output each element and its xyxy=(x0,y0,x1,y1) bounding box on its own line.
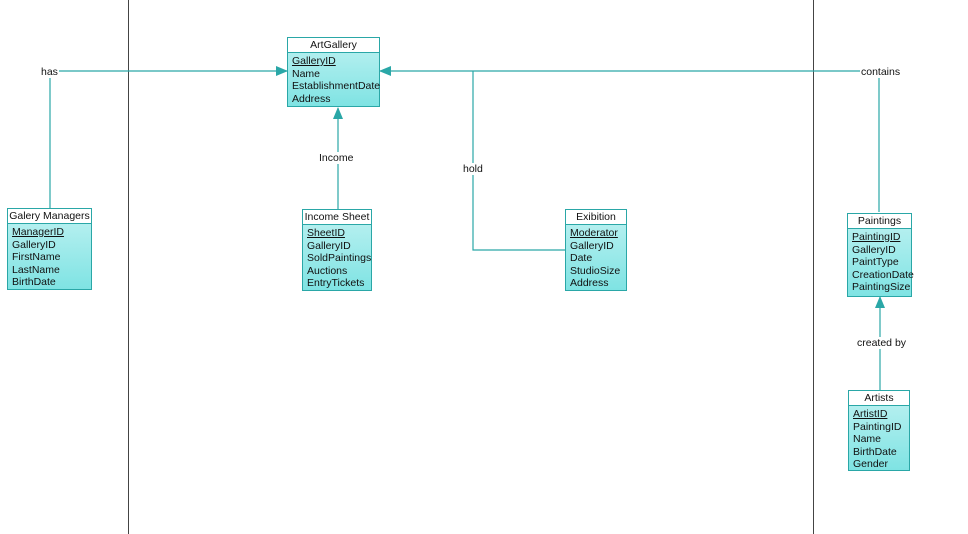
connector-hold[interactable] xyxy=(472,71,565,251)
entity-attribute: BirthDate xyxy=(853,445,897,458)
entity-title: Income Sheet xyxy=(303,210,371,225)
entity-attribute: EstablishmentDate xyxy=(292,80,381,92)
entity-attribute: PaintingSize xyxy=(852,281,911,293)
entity-primary-key: GalleryID xyxy=(292,55,336,67)
entity-title: Galery Managers xyxy=(8,209,91,224)
relationship-label-contains: contains xyxy=(860,66,902,78)
entity-attribute: LastName xyxy=(12,263,60,276)
entity-attribute: Address xyxy=(570,277,609,289)
entity-attribute: SoldPaintings xyxy=(307,252,372,264)
entity-attribute: CreationDate xyxy=(852,268,914,281)
entity-title: Exibition xyxy=(566,210,626,225)
entity-attribute: PaintingID xyxy=(853,420,902,433)
entity-attribute: GalleryID xyxy=(570,239,614,252)
entity-attribute: PaintType xyxy=(852,256,899,268)
entity-attribute: Auctions xyxy=(307,264,348,277)
entity-attribute: GalleryID xyxy=(852,243,896,256)
entity-attribute: FirstName xyxy=(12,251,61,263)
entity-title: ArtGallery xyxy=(288,38,379,53)
entity-attribute: Name xyxy=(292,67,321,80)
entity-attribute: Address xyxy=(292,92,331,105)
relationship-label-has: has xyxy=(40,66,59,78)
entity-primary-key: Moderator xyxy=(570,227,618,239)
entity-attribute: GalleryID xyxy=(12,238,56,251)
entity-title: Artists xyxy=(849,391,909,406)
relationship-label-created-by: created by xyxy=(856,337,908,349)
relationship-label-hold: hold xyxy=(462,163,484,175)
entity-attribute: GalleryID xyxy=(307,239,351,252)
entity-primary-key: PaintingID xyxy=(852,231,901,243)
entity-title: Paintings xyxy=(848,214,911,229)
relationship-label-income: Income xyxy=(318,152,355,164)
connector-has[interactable] xyxy=(49,66,288,208)
entity-primary-key: ManagerID xyxy=(12,226,64,238)
entity-attribute: BirthDate xyxy=(12,276,56,288)
entity-primary-key: ArtistID xyxy=(853,408,888,420)
connector-contains[interactable] xyxy=(379,66,880,212)
entity-primary-key: SheetID xyxy=(307,227,345,239)
entity-attribute: Name xyxy=(853,433,882,445)
entity-attribute: StudioSize xyxy=(570,264,621,277)
entity-attribute: Gender xyxy=(853,458,889,470)
entity-attribute: EntryTickets xyxy=(307,277,365,289)
entity-attribute: Date xyxy=(570,252,593,264)
